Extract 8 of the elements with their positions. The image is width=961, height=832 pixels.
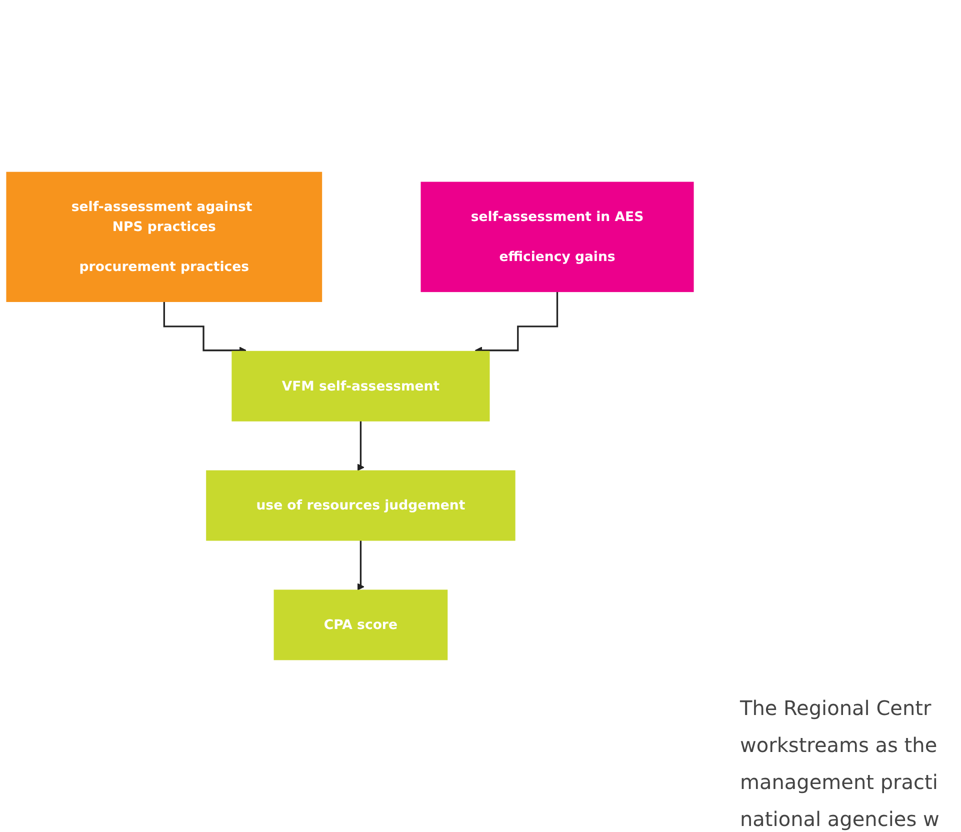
node-box: VFM self-assessment: [232, 350, 490, 422]
paragraph-text: The Regional Centr workstreams as the management practi national agencies w: [740, 695, 940, 832]
node-box: CPA score: [274, 590, 448, 660]
arrow: [357, 420, 364, 472]
node-box: use of resources judgement: [206, 470, 516, 541]
node-box: self-assessment against NPS practices procurement practices: [6, 172, 322, 302]
node-box: self-assessment in AES efficiency gains: [420, 182, 694, 292]
arrow: [357, 540, 364, 590]
